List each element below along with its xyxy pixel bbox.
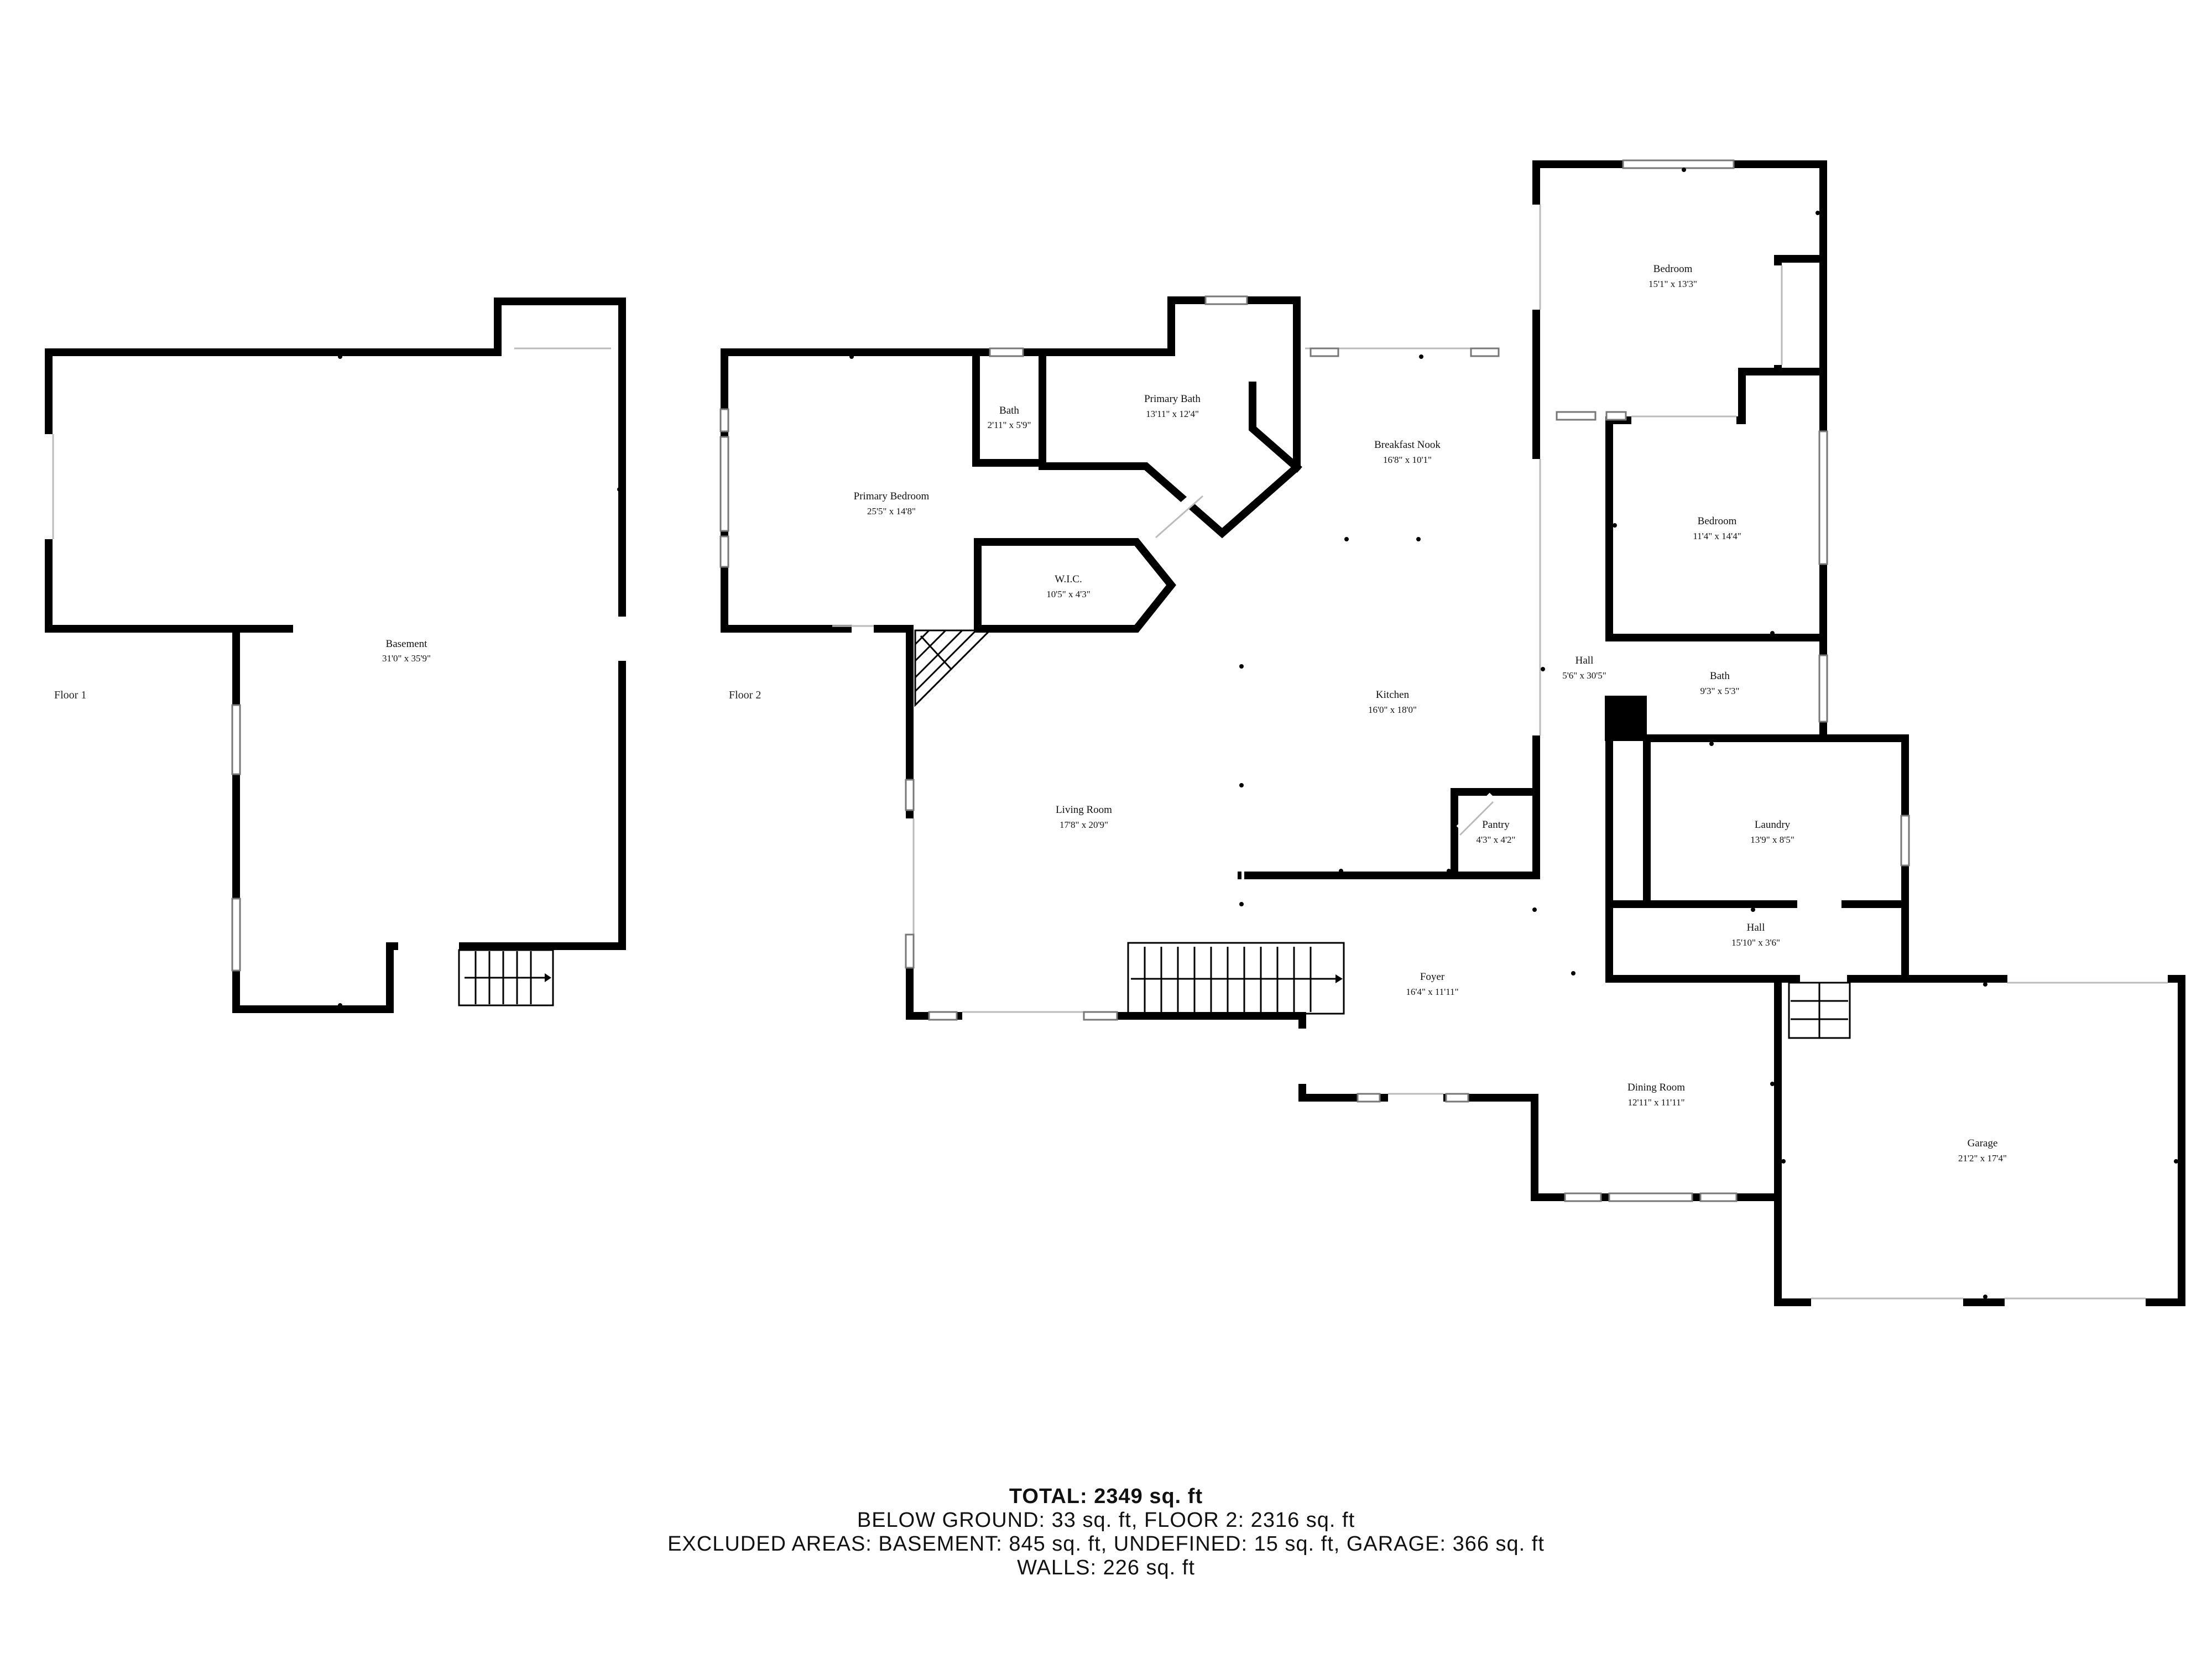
room-name-primary-bedroom: Primary Bedroom xyxy=(854,491,930,502)
room-dims-hall-2: 15'10" x 3'6" xyxy=(1731,937,1780,948)
room-dims-primary-bath: 13'11" x 12'4" xyxy=(1146,409,1199,419)
room-dims-basement: 31'0" x 35'9" xyxy=(382,653,431,664)
room-name-foyer: Foyer xyxy=(1420,971,1445,983)
summary-walls: WALLS: 226 sq. ft xyxy=(1017,1556,1195,1579)
floor-2-label: Floor 2 xyxy=(729,689,761,701)
area-summary: TOTAL: 2349 sq. ft BELOW GROUND: 33 sq. … xyxy=(0,1485,2212,1580)
primary-bath-closet-wall xyxy=(1249,382,1302,473)
basement-window-w3 xyxy=(231,898,241,972)
room-dims-garage: 21'2" x 17'4" xyxy=(1958,1153,2007,1164)
room-dims-breakfast-nook: 16'8" x 10'1" xyxy=(1383,455,1432,465)
room-name-kitchen: Kitchen xyxy=(1376,689,1410,701)
room-name-bath-small: Bath xyxy=(999,405,1019,416)
summary-below-ground: BELOW GROUND: 33 sq. ft, FLOOR 2: 2316 s… xyxy=(857,1509,1355,1532)
room-name-hall-2: Hall xyxy=(1747,922,1765,933)
room-dims-foyer: 16'4" x 11'11" xyxy=(1406,987,1458,997)
room-dims-hall-1: 5'6" x 30'5" xyxy=(1562,670,1606,681)
room-dims-bath-small: 2'11" x 5'9" xyxy=(988,420,1031,430)
basement-window-w2 xyxy=(231,704,241,775)
room-dims-bath-2: 9'3" x 5'3" xyxy=(1700,686,1739,696)
room-name-hall-1: Hall xyxy=(1575,655,1594,666)
room-name-basement: Basement xyxy=(386,638,428,650)
living-room-stairs xyxy=(1127,942,1345,1015)
floor-1-plan xyxy=(44,298,627,1013)
small-bath-wall xyxy=(972,348,1046,467)
bedroom-1-closet-wall xyxy=(1774,255,1827,375)
pantry-door-line xyxy=(1459,801,1494,836)
room-dims-bedroom-2: 11'4" x 14'4" xyxy=(1693,531,1741,541)
floor-1-label: Floor 1 xyxy=(54,689,86,701)
room-dims-dining-room: 12'11" x 11'11" xyxy=(1627,1097,1684,1108)
room-name-living-room: Living Room xyxy=(1056,804,1112,816)
room-name-garage: Garage xyxy=(1968,1138,1998,1149)
pantry-door xyxy=(1456,792,1497,833)
room-name-laundry: Laundry xyxy=(1755,819,1791,831)
room-dims-living-room: 17'8" x 20'9" xyxy=(1060,820,1108,830)
room-name-bedroom-2: Bedroom xyxy=(1698,515,1737,527)
pantry-wall xyxy=(1451,788,1540,879)
room-name-breakfast-nook: Breakfast Nook xyxy=(1374,439,1441,451)
dimension-ticks xyxy=(338,168,2178,1299)
room-dims-kitchen: 16'0" x 18'0" xyxy=(1368,705,1417,715)
bedroom-1-wall xyxy=(1532,160,1827,742)
room-name-pantry: Pantry xyxy=(1482,819,1510,831)
primary-bedroom-wall xyxy=(721,348,980,633)
bedroom-2-wall xyxy=(1605,368,1827,641)
chimney-block xyxy=(1605,696,1647,741)
primary-bath-wall xyxy=(972,296,1301,539)
floor-2-plan xyxy=(338,159,2185,1307)
living-room-west-wall xyxy=(906,625,1538,1102)
room-dims-bedroom-1: 15'1" x 13'3" xyxy=(1648,279,1697,289)
room-dims-wic: 10'5" x 4'3" xyxy=(1046,589,1091,599)
room-dims-primary-bedroom: 25'5" x 14'8" xyxy=(867,506,916,517)
laundry-wall xyxy=(1605,734,1909,983)
windows xyxy=(719,159,1910,1202)
garage-steps xyxy=(1788,982,1851,1039)
living-room-corner-stairs xyxy=(914,629,992,707)
basement-outer-wall xyxy=(45,298,626,1013)
room-dims-pantry: 4'3" x 4'2" xyxy=(1476,834,1515,845)
wic-door xyxy=(1152,486,1206,535)
room-dims-laundry: 13'9" x 8'5" xyxy=(1750,834,1794,845)
summary-excluded-areas: EXCLUDED AREAS: BASEMENT: 845 sq. ft, UN… xyxy=(667,1532,1545,1556)
room-name-primary-bath: Primary Bath xyxy=(1144,393,1201,405)
bath-2-wall xyxy=(1643,634,1827,908)
room-name-bath-2: Bath xyxy=(1710,670,1730,682)
summary-total: TOTAL: 2349 sq. ft xyxy=(1009,1485,1203,1508)
room-name-dining-room: Dining Room xyxy=(1627,1082,1685,1093)
room-name-wic: W.I.C. xyxy=(1055,573,1082,585)
wic-door-line xyxy=(1155,495,1203,539)
room-labels: Basement 31'0" x 35'9" Primary Bedroom 2… xyxy=(382,263,2007,1164)
wic-wall xyxy=(974,538,1176,633)
basement-stairs xyxy=(458,949,554,1006)
room-name-bedroom-1: Bedroom xyxy=(1653,263,1693,275)
